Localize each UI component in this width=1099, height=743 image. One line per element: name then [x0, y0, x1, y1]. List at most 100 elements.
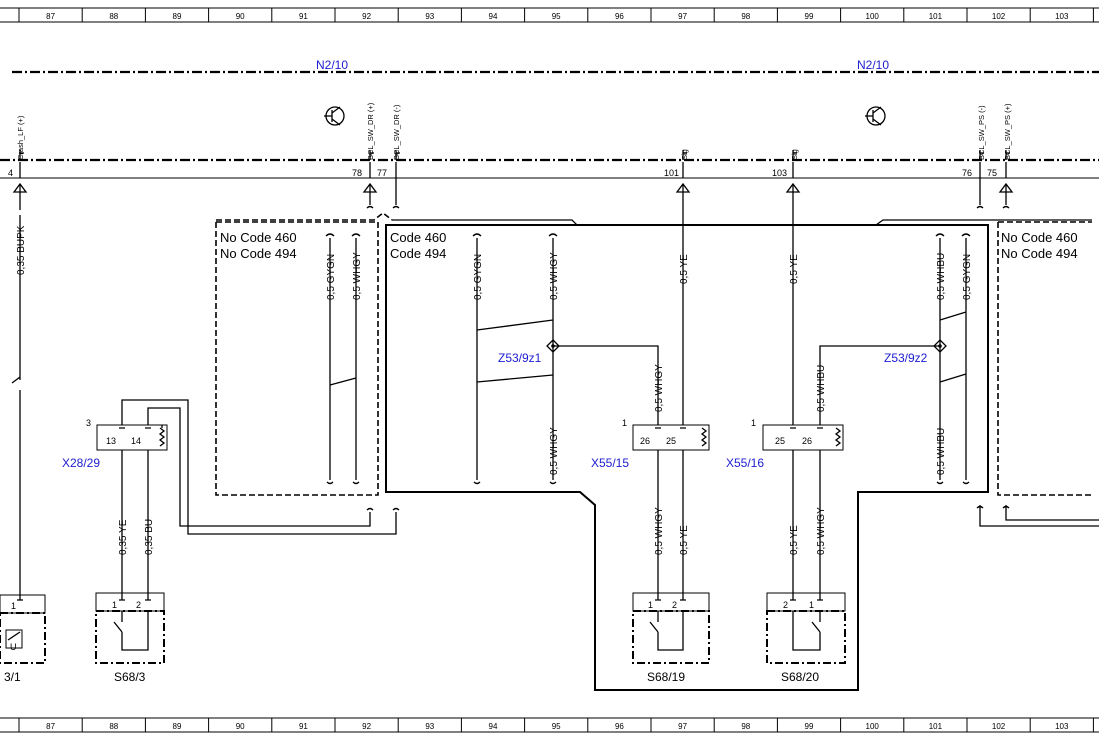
pin-number: 101 [664, 168, 679, 178]
connector-pin: 26 [640, 436, 650, 446]
connector-pin: 25 [666, 436, 676, 446]
wire-label: 0,5 WHBU [816, 365, 827, 412]
top-ruler-column-label: 92 [362, 12, 371, 21]
signal-bcl-dr-neg: BCL_SW_DR (-) [392, 104, 401, 160]
top-ruler-column-label: 95 [552, 12, 561, 21]
component-pin: 1 [809, 600, 814, 610]
code-label: Code 460 [390, 230, 446, 245]
top-ruler-column-label: 90 [236, 12, 245, 21]
switch-s68-20: 2 1 S68/20 [766, 592, 846, 684]
wire-label: 0,5 YE [679, 525, 690, 555]
connector-index: 1 [622, 418, 627, 428]
signal-bcl-dr-pos: BCL_SW_DR (+) [366, 102, 375, 160]
transistor-icon [865, 106, 886, 126]
component-pin: 2 [672, 600, 677, 610]
signal-sig-2: Sig [790, 149, 799, 160]
top-ruler-column-label: 99 [805, 12, 814, 21]
code-label: No Code 494 [220, 246, 297, 261]
signal-bcl-ps-neg: BCL_SW_PS (-) [977, 105, 986, 160]
connector-x28-29: 3 13 14 X28/29 [62, 418, 168, 470]
wire-label: 0,5 GYGN [473, 254, 484, 300]
connector-label: X55/16 [726, 456, 764, 470]
wire-label: 0,5 YE [679, 254, 690, 284]
pin-number: 77 [377, 168, 387, 178]
connector-pin: 25 [775, 436, 785, 446]
connector-pin: 26 [802, 436, 812, 446]
pin-number: 78 [352, 168, 362, 178]
splice-z1-icon [546, 339, 560, 353]
connector-label: X55/15 [591, 456, 629, 470]
component-glyph: U [10, 642, 17, 652]
top-ruler-column-label: 91 [299, 12, 308, 21]
top-ruler-column-label: 97 [678, 12, 687, 21]
bottom-ruler-column-label: 91 [299, 722, 308, 731]
bottom-ruler-column-label: 87 [46, 722, 55, 731]
component-pin: 2 [136, 600, 141, 610]
top-ruler-column-label: 87 [46, 12, 55, 21]
bottom-ruler-column-label: 92 [362, 722, 371, 731]
wire-label: 0,5 GYGN [326, 254, 337, 300]
connector-x55-15: 1 26 25 X55/15 [591, 418, 710, 470]
component-pin: 1 [112, 600, 117, 610]
connector-pin: 13 [106, 436, 116, 446]
connector-index: 3 [86, 418, 91, 428]
connector-pin: 14 [131, 436, 141, 446]
code-label: Code 494 [390, 246, 446, 261]
pin-stubs [12, 150, 1014, 210]
component-label: S68/3 [114, 670, 146, 684]
wire-label: 0,5 WHGY [549, 427, 560, 475]
bottom-ruler-column-label: 98 [741, 722, 750, 731]
bottom-ruler-column-label: 99 [805, 722, 814, 731]
bottom-ruler-column-label: 97 [678, 722, 687, 731]
bottom-ruler-column-label: 90 [236, 722, 245, 731]
wire-label: 0,5 WHBU [936, 253, 947, 300]
connector-label: X28/29 [62, 456, 100, 470]
bottom-ruler-column-label: 102 [992, 722, 1006, 731]
wire-label: 0,5 WHGY [654, 364, 665, 412]
bottom-ruler-column-label: 93 [425, 722, 434, 731]
top-ruler-column-label: 89 [173, 12, 182, 21]
component-label: 3/1 [4, 670, 21, 684]
splice-z2-icon [933, 339, 947, 353]
splice-dot [551, 344, 555, 348]
component-label: S68/20 [781, 670, 819, 684]
switch-icon [649, 611, 684, 651]
component-label: S68/19 [647, 670, 685, 684]
splice-dot [938, 344, 942, 348]
component-pin: 2 [783, 600, 788, 610]
wire-label: 0,5 YE [789, 254, 800, 284]
bottom-ruler-column-label: 101 [929, 722, 943, 731]
switch-icon [113, 611, 149, 651]
top-ruler-column-label: 94 [489, 12, 498, 21]
bottom-ruler-column-label: 94 [489, 722, 498, 731]
connector-x55-16: 1 25 26 X55/16 [726, 418, 844, 470]
bottom-ruler-column-label: 103 [1055, 722, 1069, 731]
wires [11, 200, 1099, 600]
component-pin: 1 [648, 600, 653, 610]
code-label: No Code 460 [1001, 230, 1078, 245]
bottom-ruler-column-label: 96 [615, 722, 624, 731]
wire-label: 0,5 WHGY [549, 252, 560, 300]
pin-number: 75 [987, 168, 997, 178]
wire-label: 0,35 YE [118, 519, 129, 555]
wire-label: 0,5 WHGY [816, 507, 827, 555]
wire-label: 0,5 WHBU [936, 428, 947, 475]
top-ruler-column-label: 100 [866, 12, 880, 21]
code-label: No Code 460 [220, 230, 297, 245]
code-label: No Code 494 [1001, 246, 1078, 261]
pin-number: 103 [772, 168, 787, 178]
module-label-left: N2/10 [316, 58, 348, 72]
wire-label: 0,35 BUPK [16, 225, 27, 275]
splice-label: Z53/9z2 [884, 351, 928, 365]
wire-label: 0,5 YE [789, 525, 800, 555]
pin-number: 4 [8, 168, 13, 178]
module-label-right: N2/10 [857, 58, 889, 72]
bottom-ruler-column-label: 89 [173, 722, 182, 731]
top-ruler-column-label: 98 [741, 12, 750, 21]
signal-bcl-ps-pos: BCL_SW_PS (+) [1003, 103, 1012, 160]
wire-label: 0,5 GYGN [962, 254, 973, 300]
component-pin: 1 [11, 601, 16, 611]
switch-icon [792, 611, 821, 651]
